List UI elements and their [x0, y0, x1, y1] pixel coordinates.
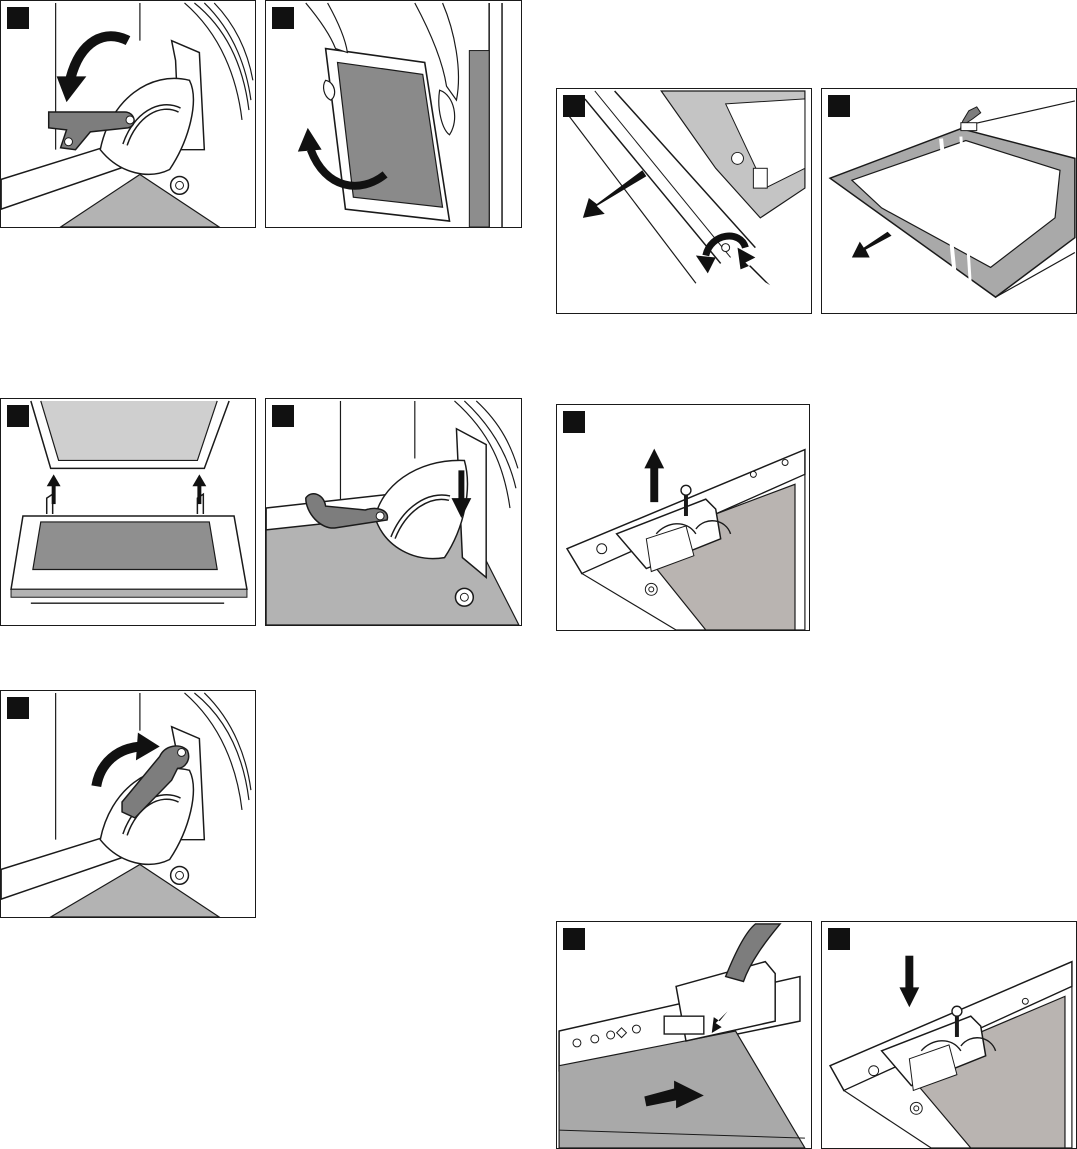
step-illustration-remove-glass	[821, 88, 1077, 314]
insert-screw-bracket-icon	[822, 922, 1076, 1148]
step-number-marker	[7, 697, 29, 719]
step-illustration-hinge-lever-close	[0, 690, 256, 918]
hinge-lever-close-icon	[1, 691, 255, 917]
hinge-lever-open-icon	[1, 1, 255, 227]
step-illustration-hinge-lever-open	[0, 0, 256, 228]
remove-glass-pane-icon	[822, 89, 1076, 313]
step-illustration-pull-off-cover	[556, 88, 812, 314]
step-number-marker	[7, 7, 29, 29]
step-number-marker	[828, 95, 850, 117]
hinge-lever-press-down-icon	[266, 399, 521, 625]
insert-door-pane-icon	[1, 399, 255, 625]
step-illustration-slide-glass-in	[556, 921, 812, 1149]
slide-glass-into-holder-icon	[557, 922, 811, 1148]
lift-out-door-pane-icon	[266, 1, 521, 227]
step-number-marker	[828, 928, 850, 950]
step-number-marker	[272, 7, 294, 29]
step-number-marker	[563, 95, 585, 117]
step-illustration-remove-screw	[556, 404, 810, 631]
step-number-marker	[272, 405, 294, 427]
pull-off-door-cover-icon	[557, 89, 811, 313]
step-illustration-lift-out-pane	[265, 0, 522, 228]
step-number-marker	[563, 928, 585, 950]
remove-screw-bracket-icon	[557, 405, 809, 630]
step-illustration-hinge-press-down	[265, 398, 522, 626]
step-number-marker	[563, 411, 585, 433]
step-illustration-insert-screw	[821, 921, 1077, 1149]
step-illustration-insert-pane	[0, 398, 256, 626]
step-number-marker	[7, 405, 29, 427]
